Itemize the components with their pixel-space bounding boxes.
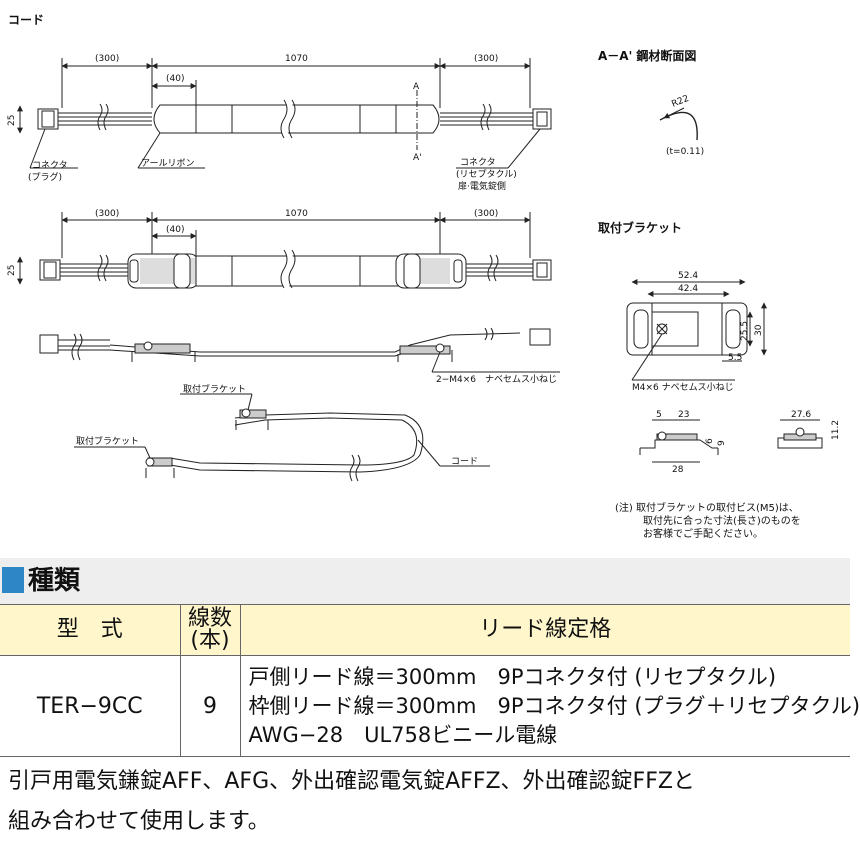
dim-1070: 1070 xyxy=(285,54,308,64)
section-title: A－A' 鋼材断面図 xyxy=(598,48,696,63)
lead-spec-line: AWG−28 UL758ビニール電線 xyxy=(248,722,558,747)
bracket-dim-30: 30 xyxy=(754,324,764,336)
bracket-dim-27-6: 27.6 xyxy=(791,410,811,420)
cord-label: コード xyxy=(451,457,478,467)
section-title: 種類 xyxy=(28,566,81,596)
note-line1: (注) 取付ブラケットの取付ビス(M5)は、 xyxy=(615,501,799,514)
dim-25-top: 25 xyxy=(7,115,17,126)
note-line3: お客様でご手配ください。 xyxy=(643,527,763,540)
dim-300-left-mid: (300) xyxy=(95,209,119,219)
table-row: TER−9CC 9 戸側リード線＝300mm 9Pコネクタ付 (リセプタクル) … xyxy=(0,655,860,757)
screw-label: 2−M4×6 ナベセムス小ねじ xyxy=(436,374,557,385)
header-lead-spec: リード線定格 xyxy=(239,604,850,656)
section-mark-a: A xyxy=(413,82,420,92)
arl-ribbon-label: アールリボン xyxy=(141,158,194,169)
bracket-title: 取付ブラケット xyxy=(598,220,682,235)
usage-description: 引戸用電気鎌錠AFF、AFG、外出確認電気錠AFFZ、外出確認錠FFZと 組み合… xyxy=(8,762,838,842)
receptacle-connector-label: コネクタ (リセプタクル) 扉·電気錠側 xyxy=(456,157,520,192)
bracket-dim-42-4: 42.4 xyxy=(678,284,698,294)
lead-spec-line: 戸側リード線＝300mm 9Pコネクタ付 (リセプタクル) xyxy=(248,664,777,689)
dim-300-left: (300) xyxy=(95,54,119,64)
bracket-dim-25-5: 25.5 xyxy=(740,321,750,341)
dim-1070-mid: 1070 xyxy=(285,209,308,219)
plug-connector-label-line2: (プラグ) xyxy=(28,171,62,183)
technical-drawing: コード (300) 1070 (300) (40) 25 xyxy=(7,13,841,540)
description-line: 組み合わせて使用します。 xyxy=(8,809,270,834)
bracket-dim-5-5: 5.5 xyxy=(728,353,742,363)
receptacle-label-line1: コネクタ xyxy=(460,157,496,168)
bracket-dim-28: 28 xyxy=(672,465,684,475)
bracket-note: (注) 取付ブラケットの取付ビス(M5)は、 取付先に合った寸法(長さ)のものを… xyxy=(615,501,804,540)
description-line: 引戸用電気鎌錠AFF、AFG、外出確認電気錠AFFZ、外出確認錠FFZと xyxy=(8,769,695,794)
cord-title: コード xyxy=(8,13,44,27)
bracket-dim-52-4: 52.4 xyxy=(678,271,698,281)
header-model: 型 式 xyxy=(0,604,181,656)
spec-table: 型 式 線数 (本) リード線定格 TER−9CC 9 戸側リード線＝300mm… xyxy=(0,604,860,757)
dim-300-right: (300) xyxy=(474,54,498,64)
dim-25-mid: 25 xyxy=(7,265,17,276)
header-wire-count: 線数 (本) xyxy=(179,604,241,656)
dim-40: (40) xyxy=(166,74,184,84)
note-line2: 取付先に合った寸法(長さ)のものを xyxy=(643,514,801,527)
header-wire-count-line1: 線数 xyxy=(187,606,232,631)
plug-connector-label-line1: コネクタ xyxy=(32,160,68,171)
table-header-row: 型 式 線数 (本) リード線定格 xyxy=(0,604,850,656)
bracket-screw-label: M4×6 ナベセムス小ねじ xyxy=(632,382,734,393)
section-header: 種類 xyxy=(0,558,850,604)
section-marker xyxy=(2,567,24,593)
header-wire-count-line2: (本) xyxy=(190,628,230,653)
dim-40-mid: (40) xyxy=(166,225,184,235)
bracket-dim-9: 9 xyxy=(717,440,727,446)
cell-wire-count: 9 xyxy=(179,655,241,757)
bracket-label-top: 取付ブラケット xyxy=(183,383,246,395)
bracket-dim-11-2: 11.2 xyxy=(831,420,841,440)
lead-spec-line: 枠側リード線＝300mm 9Pコネクタ付 (プラグ＋リセプタクル) xyxy=(248,693,860,718)
plug-connector-label: コネクタ (プラグ) xyxy=(28,160,71,183)
dim-300-right-mid: (300) xyxy=(474,209,498,219)
bracket-label-bottom: 取付ブラケット xyxy=(76,435,139,447)
bracket-dim-6: 6 xyxy=(705,438,715,444)
thickness-label: (t=0.11) xyxy=(666,147,704,157)
bracket-dim-23: 23 xyxy=(678,410,689,420)
radius-label: R22 xyxy=(670,94,690,110)
bracket-dim-5: 5 xyxy=(656,410,662,420)
receptacle-label-line3: 扉·電気錠側 xyxy=(458,180,506,192)
receptacle-label-line2: (リセプタクル) xyxy=(456,169,517,180)
cell-model: TER−9CC xyxy=(0,655,181,757)
cell-lead-spec: 戸側リード線＝300mm 9Pコネクタ付 (リセプタクル) 枠側リード線＝300… xyxy=(239,655,860,757)
section-mark-a-prime: A' xyxy=(413,153,422,163)
